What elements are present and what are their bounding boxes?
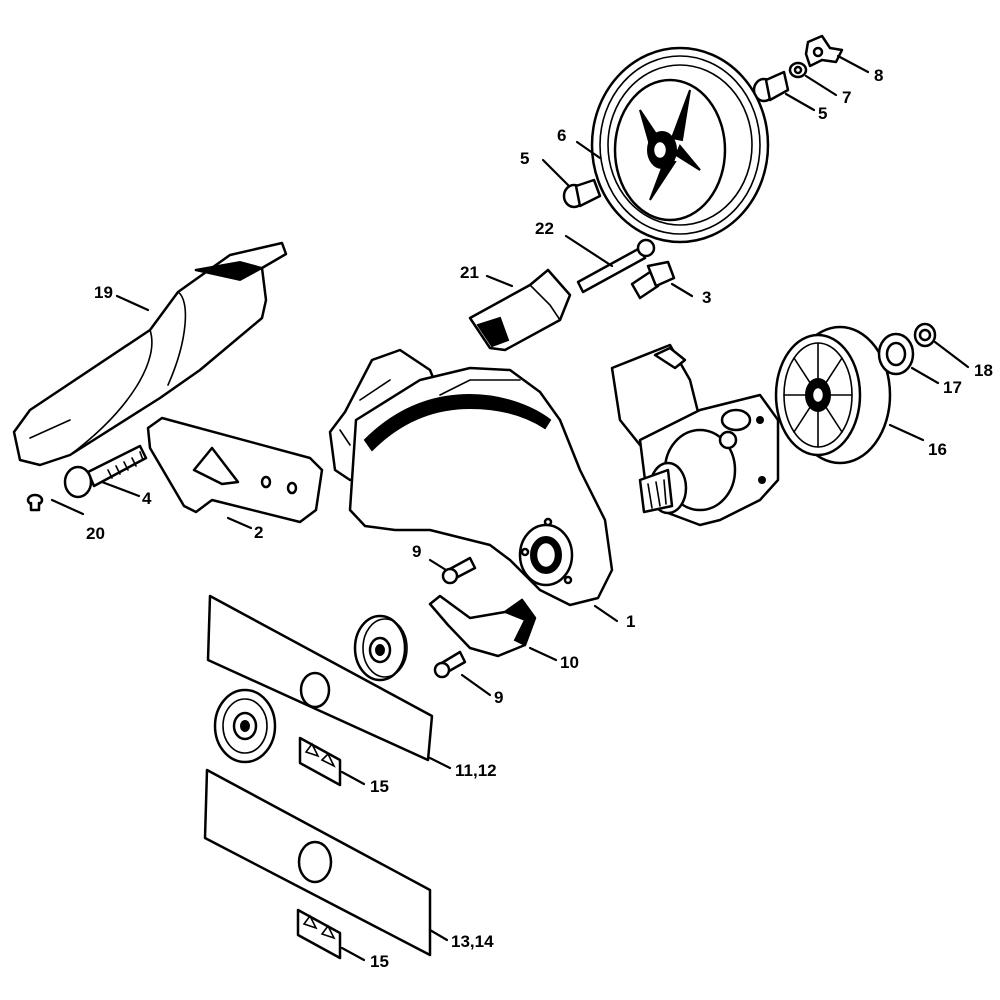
callout-19: 19	[94, 283, 113, 302]
callout-18: 18	[974, 361, 993, 380]
part-5-bushing-b	[752, 70, 790, 103]
callout-11-12: 11,12	[455, 761, 497, 780]
callout-1: 1	[626, 612, 635, 631]
part-13-14-blade	[203, 768, 432, 957]
callout-9-upper: 9	[412, 542, 421, 561]
part-10-cover	[428, 594, 537, 658]
part-4-bolt	[63, 444, 148, 499]
callout-5-left: 5	[520, 149, 529, 168]
part-11-12-blade	[206, 594, 434, 762]
callout-17: 17	[943, 378, 962, 397]
callout-15-upper: 15	[370, 777, 389, 796]
callout-20: 20	[86, 524, 105, 543]
callout-7: 7	[842, 88, 851, 107]
part-16-wheel	[774, 325, 892, 465]
part-5-bushing-a	[562, 178, 602, 209]
part-7-washer	[788, 61, 808, 79]
part-18-ring	[913, 322, 937, 348]
callout-2: 2	[254, 523, 263, 542]
callout-labels: 19 20 4 2 1 3 5 6 5 7 8 9 9 10 11,12 15 …	[86, 66, 993, 971]
part-3-hex-bolt	[630, 260, 676, 300]
part-8-wing-nut	[804, 34, 844, 68]
callout-13-14: 13,14	[451, 932, 494, 951]
callout-5-right: 5	[818, 104, 827, 123]
part-19-guard	[12, 241, 288, 467]
callout-9-lower: 9	[494, 688, 503, 707]
part-9-screw-b	[433, 650, 467, 679]
part-22-long-bolt	[576, 238, 656, 294]
part-20-screw	[26, 493, 44, 512]
part-21-holder	[468, 268, 572, 352]
part-15-decal-a	[298, 736, 342, 787]
callout-21: 21	[460, 263, 479, 282]
part-15-decal-b	[296, 908, 342, 960]
leader-lines	[50, 54, 970, 962]
pulley-upper	[353, 614, 408, 682]
callout-15-lower: 15	[370, 952, 389, 971]
part-2-bracket	[146, 416, 324, 524]
callout-10: 10	[560, 653, 579, 672]
gearbox-assembly	[610, 343, 780, 527]
part-17-washer	[877, 332, 915, 376]
part-9-screw-a	[441, 556, 477, 585]
pulley-lower	[213, 688, 277, 764]
callout-8: 8	[874, 66, 883, 85]
callout-6: 6	[557, 126, 566, 145]
part-6-wheel	[590, 46, 770, 244]
callout-3: 3	[702, 288, 711, 307]
callout-4: 4	[142, 489, 152, 508]
part-1-housing	[328, 348, 614, 607]
callout-16: 16	[928, 440, 947, 459]
callout-22: 22	[535, 219, 554, 238]
